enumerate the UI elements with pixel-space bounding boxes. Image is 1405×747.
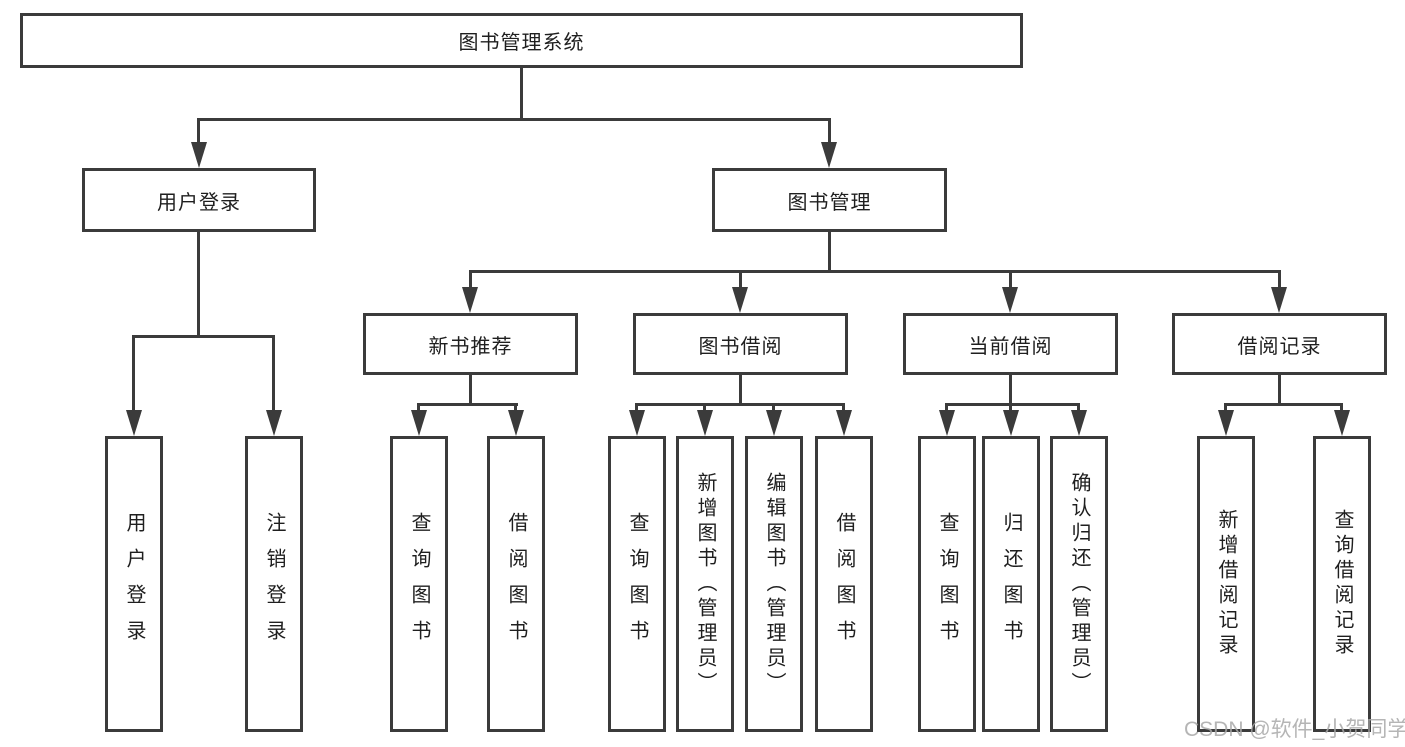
node-book-management: 图书管理 [712,168,947,232]
arrowhead-icon [1334,410,1350,436]
node-label: 新增借阅记录 [1215,509,1237,659]
connector-line [739,270,742,289]
arrowhead-icon [821,142,837,168]
connector-line [1340,403,1343,412]
connector-line [1278,270,1281,289]
node-current-borrowing: 当前借阅 [903,313,1118,375]
node-label: 用户登录 [123,512,145,656]
leaf-confirm-return-admin: 确认归还（管理员） [1050,436,1108,732]
connector-line [945,403,948,412]
arrowhead-icon [191,142,207,168]
arrowhead-icon [1071,410,1087,436]
arrowhead-icon [1002,287,1018,313]
leaf-user-login: 用户登录 [105,436,163,732]
connector-line [703,403,706,412]
node-library-management-system: 图书管理系统 [20,13,1023,68]
node-label: 图书管理系统 [458,32,585,54]
leaf-query-books-recommend: 查询图书 [390,436,448,732]
node-label: 用户登录 [157,191,241,214]
leaf-borrow-books-borrowing: 借阅图书 [815,436,873,732]
connector-line [945,403,1080,406]
arrowhead-icon [1003,410,1019,436]
connector-line [1009,270,1012,289]
connector-line [635,403,638,412]
connector-line [514,403,517,412]
node-book-borrowing: 图书借阅 [633,313,848,375]
connector-line [635,403,845,406]
arrowhead-icon [1218,410,1234,436]
connector-line [1009,373,1012,405]
leaf-add-book-admin: 新增图书（管理员） [676,436,734,732]
node-label: 新增图书（管理员） [694,471,716,697]
leaf-add-borrow-record: 新增借阅记录 [1197,436,1255,732]
connector-line [842,403,845,412]
connector-line [417,403,518,406]
connector-line [417,403,420,412]
connector-line [469,270,1281,273]
node-label: 借阅记录 [1237,335,1322,358]
node-label: 确认归还（管理员） [1068,471,1090,697]
connector-line [197,230,200,337]
arrowhead-icon [939,410,955,436]
connector-line [1009,403,1012,412]
node-label: 查询图书 [936,512,958,656]
connector-line [469,270,472,289]
connector-line [197,118,831,121]
connector-line [1077,403,1080,412]
connector-line [272,335,275,412]
connector-line [772,403,775,412]
connector-line [828,230,831,272]
node-label: 查询图书 [408,512,430,656]
leaf-return-book: 归还图书 [982,436,1040,732]
connector-line [828,118,831,146]
node-borrowing-records: 借阅记录 [1172,313,1387,375]
connector-line [197,118,200,146]
arrowhead-icon [462,287,478,313]
node-user-login: 用户登录 [82,168,316,232]
connector-line [1278,373,1281,405]
arrowhead-icon [766,410,782,436]
leaf-query-borrow-record: 查询借阅记录 [1313,436,1371,732]
connector-line [132,335,135,412]
arrowhead-icon [126,410,142,436]
node-label: 当前借阅 [968,335,1053,358]
connector-line [132,335,275,338]
leaf-query-books-current: 查询图书 [918,436,976,732]
node-label: 注销登录 [263,512,285,656]
csdn-watermark: CSDN @软件_小贺同学 [1184,718,1405,741]
connector-line [1224,403,1343,406]
arrowhead-icon [629,410,645,436]
node-label: 查询借阅记录 [1331,509,1353,659]
node-label: 图书借阅 [698,335,783,358]
node-label: 借阅图书 [505,512,527,656]
leaf-borrow-books-recommend: 借阅图书 [487,436,545,732]
node-new-book-recommendation: 新书推荐 [363,313,578,375]
arrowhead-icon [836,410,852,436]
arrowhead-icon [697,410,713,436]
leaf-logout: 注销登录 [245,436,303,732]
arrowhead-icon [411,410,427,436]
leaf-query-books-borrowing: 查询图书 [608,436,666,732]
connector-line [520,66,523,120]
node-label: 归还图书 [1000,512,1022,656]
node-label: 新书推荐 [428,335,513,358]
arrowhead-icon [508,410,524,436]
node-label: 编辑图书（管理员） [763,471,785,697]
arrowhead-icon [1271,287,1287,313]
connector-line [469,373,472,405]
node-label: 图书管理 [787,191,872,214]
node-label: 借阅图书 [833,512,855,656]
arrowhead-icon [732,287,748,313]
node-label: 查询图书 [626,512,648,656]
connector-line [739,373,742,405]
leaf-edit-book-admin: 编辑图书（管理员） [745,436,803,732]
connector-line [1224,403,1227,412]
arrowhead-icon [266,410,282,436]
